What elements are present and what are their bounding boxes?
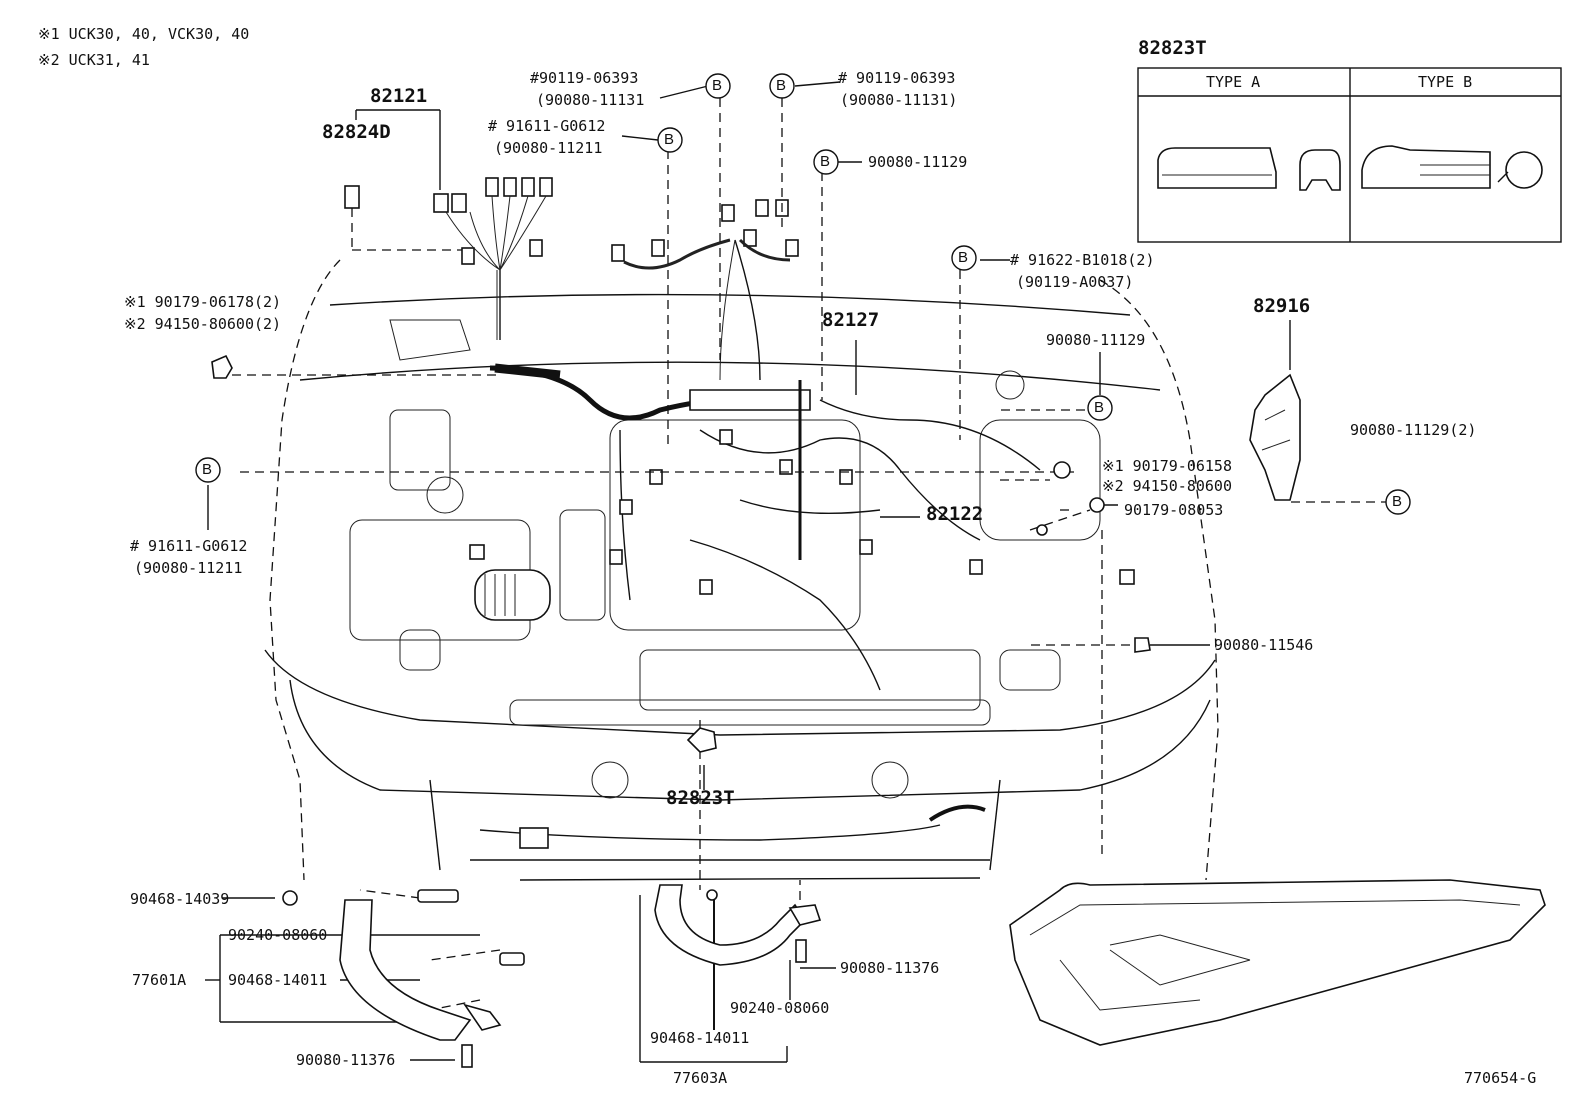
part-90080-11129-2: 90080-11129(2) bbox=[1350, 421, 1477, 439]
callout-82122: 82122 bbox=[926, 503, 984, 525]
b-markers bbox=[195, 73, 1411, 515]
part-90080-11546: 90080-11546 bbox=[1214, 636, 1314, 654]
callout-82824D: 82824D bbox=[322, 121, 391, 143]
part-90119-left-alt: (90080-11131 bbox=[536, 91, 645, 109]
part-90179-06178: ※1 90179-06178(2) bbox=[124, 293, 282, 311]
b-marker-label: B bbox=[1392, 493, 1403, 510]
b-marker-label: B bbox=[712, 77, 723, 94]
callout-77601A: 77601A bbox=[132, 971, 187, 989]
under-cover bbox=[1009, 879, 1546, 1046]
part-91622: # 91622-B1018(2) bbox=[1010, 251, 1155, 269]
bracket-77603A bbox=[654, 884, 822, 966]
part-90119-left: #90119-06393 bbox=[530, 69, 639, 87]
solid-leaders bbox=[205, 81, 1291, 1063]
part-82823T-grommet bbox=[686, 727, 717, 753]
legend-type-a: TYPE A bbox=[1206, 73, 1261, 91]
part-90080-11376-left: 90080-11376 bbox=[296, 1051, 396, 1069]
callout-82823T: 82823T bbox=[666, 787, 735, 809]
part-90119-right-alt: (90080-11131) bbox=[840, 91, 958, 109]
part-82916 bbox=[1249, 373, 1301, 501]
callout-82127: 82127 bbox=[822, 309, 880, 331]
part-94150-80600: ※2 94150-80600 bbox=[1102, 477, 1232, 495]
b-marker-label: B bbox=[1094, 399, 1105, 416]
bracket-77601A bbox=[282, 889, 525, 1068]
b-marker-label: B bbox=[202, 461, 213, 478]
legend-title: 82823T bbox=[1138, 37, 1207, 59]
leader-lines bbox=[232, 98, 1390, 1011]
engine-components bbox=[349, 319, 1135, 849]
b-marker-label: B bbox=[820, 153, 831, 170]
b-marker-label: B bbox=[664, 131, 675, 148]
part-90179-06158: ※1 90179-06158 bbox=[1102, 457, 1232, 475]
part-90240-08060-right: 90240-08060 bbox=[730, 999, 830, 1017]
part-90080-11129-mid: 90080-11129 bbox=[1046, 331, 1146, 349]
part-94150-80600-2: ※2 94150-80600(2) bbox=[124, 315, 282, 333]
part-90119-right: # 90119-06393 bbox=[838, 69, 956, 87]
part-90240-08060-left: 90240-08060 bbox=[228, 926, 328, 944]
part-91611-top-alt: (90080-11211 bbox=[494, 139, 603, 157]
part-90468-14039: 90468-14039 bbox=[130, 890, 230, 908]
drawing-number: 770654-G bbox=[1464, 1069, 1537, 1087]
legend-box bbox=[1137, 67, 1562, 243]
b-marker-label: B bbox=[958, 249, 969, 266]
callout-82916: 82916 bbox=[1253, 295, 1311, 317]
callout-77603A: 77603A bbox=[673, 1069, 728, 1087]
legend-type-b: TYPE B bbox=[1418, 73, 1473, 91]
part-90468-14011-right: 90468-14011 bbox=[650, 1029, 750, 1047]
note-2: ※2 UCK31, 41 bbox=[38, 51, 150, 69]
harness-82121 bbox=[344, 109, 553, 340]
part-91611-top: # 91611-G0612 bbox=[488, 117, 606, 135]
part-90080-11376-right: 90080-11376 bbox=[840, 959, 940, 977]
part-90468-14011-left: 90468-14011 bbox=[228, 971, 328, 989]
b-marker-label: B bbox=[776, 77, 787, 94]
harness-82122-top bbox=[611, 199, 799, 381]
note-1: ※1 UCK30, 40, VCK30, 40 bbox=[38, 25, 250, 43]
part-90080-11129-top: 90080-11129 bbox=[868, 153, 968, 171]
part-90179-08053: 90179-08053 bbox=[1124, 501, 1224, 519]
callout-82121: 82121 bbox=[370, 85, 428, 107]
vehicle-body-outline bbox=[264, 259, 1219, 881]
fasteners bbox=[211, 354, 1151, 653]
part-91622-alt: (90119-A0037) bbox=[1016, 273, 1134, 291]
part-91611-left-alt: (90080-11211 bbox=[134, 559, 243, 577]
part-91611-left: # 91611-G0612 bbox=[130, 537, 248, 555]
